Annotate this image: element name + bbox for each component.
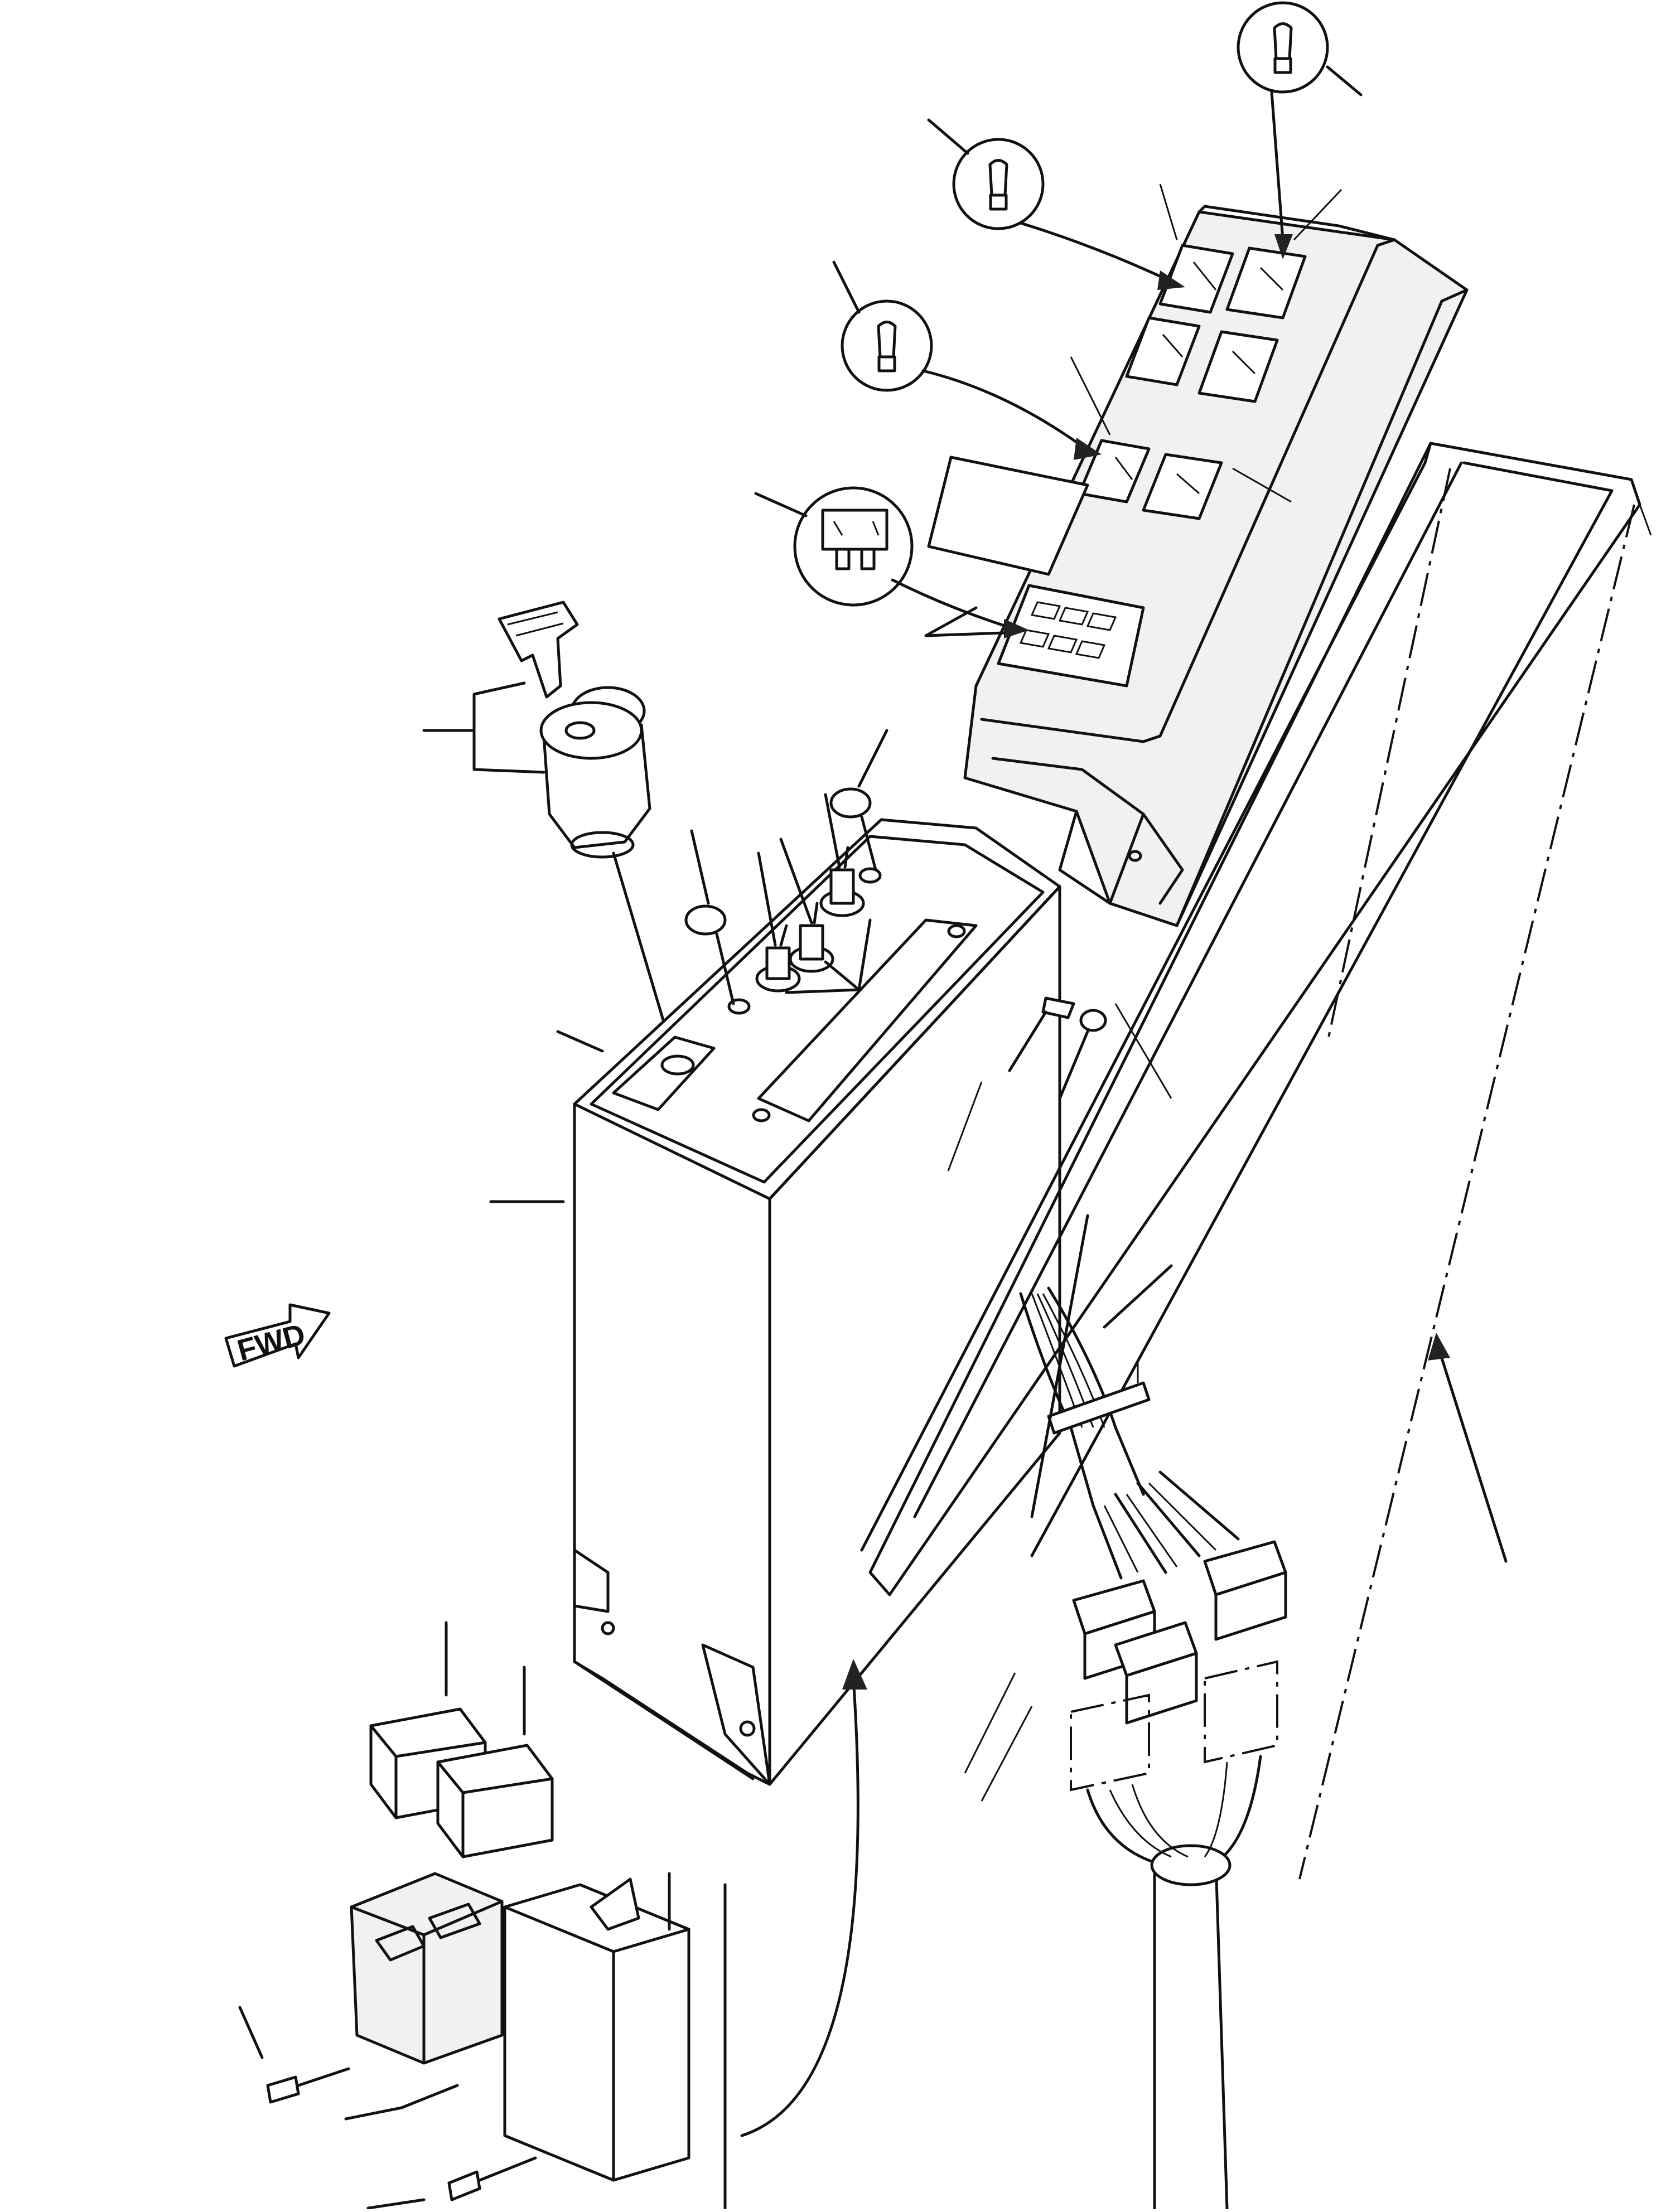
switch-console-body	[489, 818, 1061, 1786]
screw-left	[238, 2006, 350, 2104]
cable-tie	[1047, 1381, 1151, 1435]
screw-bottom	[344, 2084, 537, 2210]
relays	[369, 1621, 554, 1858]
bulb-callout-1	[1237, 1, 1363, 259]
warning-light-modules	[1078, 244, 1307, 520]
warning-lamp-module-6	[1142, 453, 1223, 520]
ignition-key	[498, 601, 579, 699]
warning-lamp-module-4	[1197, 330, 1279, 403]
flasher-unit	[503, 1872, 727, 2210]
blanking-plug-1	[684, 829, 735, 1005]
warning-lamp-module-2	[1225, 246, 1307, 320]
relay-socket	[350, 1872, 504, 2065]
warning-lamp-module-3	[1125, 316, 1201, 386]
fwd-arrow: FWD	[224, 1303, 331, 1368]
bulb-callout-3	[832, 260, 1102, 460]
harness-connectors	[1070, 1540, 1287, 1792]
warning-lamp-module-5	[1078, 439, 1151, 504]
screw-and-washer	[1008, 996, 1107, 1100]
wiring-harness	[1019, 1214, 1240, 1580]
assembly-arrows	[740, 1333, 1508, 2137]
blade-fuse-callout	[754, 486, 1029, 638]
fuse-panel-cover	[927, 456, 1089, 576]
blanking-plug-2	[829, 729, 888, 872]
support-frame	[860, 442, 1652, 1880]
leader-lines	[947, 183, 1343, 1802]
instrument-panel-housing	[963, 205, 1469, 927]
fwd-label: FWD	[234, 1318, 308, 1368]
bulb-callout-2	[927, 118, 1185, 290]
ignition-switch	[422, 681, 677, 1061]
toggle-switches	[755, 793, 872, 994]
main-cable	[1086, 1755, 1262, 2211]
fuse-panel	[997, 584, 1145, 688]
